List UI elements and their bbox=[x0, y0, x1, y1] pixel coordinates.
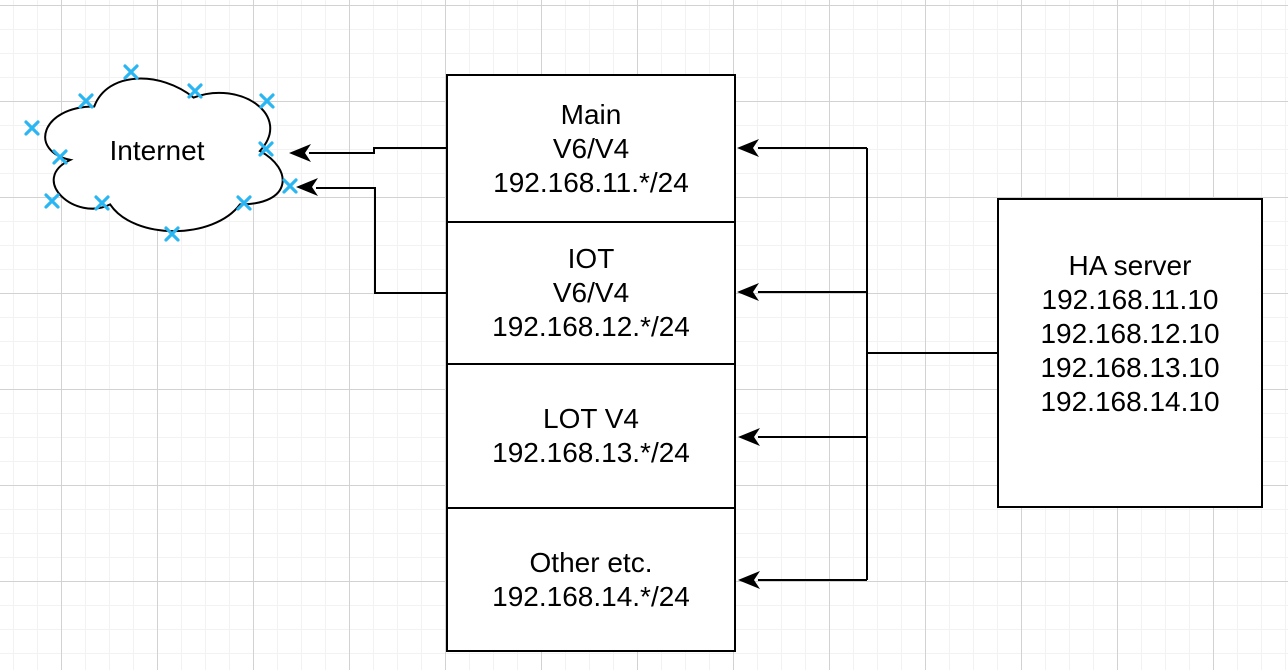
segment-subnet: 192.168.13.*/24 bbox=[492, 437, 690, 468]
segment-name: Main bbox=[560, 98, 622, 130]
connection-point-icon[interactable] bbox=[258, 141, 274, 157]
segment-name: IOT bbox=[567, 243, 615, 274]
connection-point-icon[interactable] bbox=[164, 226, 180, 242]
arrowhead-icon[interactable] bbox=[738, 428, 760, 446]
connection-point-icon[interactable] bbox=[259, 93, 275, 109]
segment-subnet: 192.168.14.*/24 bbox=[492, 580, 690, 612]
segment-protocol: V6/V4 bbox=[552, 132, 630, 164]
connection-points bbox=[24, 64, 298, 242]
connection-point-icon[interactable] bbox=[187, 83, 203, 99]
connection-point-icon[interactable] bbox=[24, 120, 40, 136]
arrowhead-icon[interactable] bbox=[296, 178, 318, 196]
segment-protocol: V6/V4 bbox=[552, 277, 630, 308]
edge-main-to-internet[interactable] bbox=[309, 147, 446, 154]
segment-iot[interactable]: IOT V6/V4 192.168.12.*/24 bbox=[448, 221, 734, 363]
segment-main[interactable]: Main V6/V4 192.168.11.*/24 bbox=[448, 76, 734, 221]
ha-server-box[interactable]: HA server 192.168.11.10 192.168.12.10 19… bbox=[997, 198, 1263, 508]
connection-point-icon[interactable] bbox=[52, 149, 68, 165]
ha-server-title: HA server bbox=[1068, 250, 1192, 281]
internet-cloud-label: Internet bbox=[109, 135, 205, 166]
ha-server-ip: 192.168.14.10 bbox=[1040, 386, 1220, 417]
segment-subnet: 192.168.11.*/24 bbox=[493, 166, 689, 198]
arrowhead-icon[interactable] bbox=[738, 571, 760, 589]
arrowhead-icon[interactable] bbox=[737, 139, 759, 157]
internet-cloud[interactable] bbox=[44, 77, 284, 232]
arrowhead-icon[interactable] bbox=[289, 144, 311, 162]
connection-point-icon[interactable] bbox=[78, 93, 94, 109]
ha-server-ip: 192.168.11.10 bbox=[1041, 284, 1219, 315]
ha-server-ip: 192.168.12.10 bbox=[1040, 318, 1220, 349]
segment-name: LOT V4 bbox=[543, 403, 639, 434]
connection-point-icon[interactable] bbox=[123, 64, 139, 80]
segment-lot[interactable]: LOT V4 192.168.13.*/24 bbox=[448, 363, 734, 507]
segment-name: Other etc. bbox=[529, 546, 653, 578]
segment-other[interactable]: Other etc. 192.168.14.*/24 bbox=[448, 507, 734, 650]
connection-point-icon[interactable] bbox=[282, 178, 298, 194]
connection-point-icon[interactable] bbox=[44, 193, 60, 209]
edge-iot-to-internet[interactable] bbox=[316, 187, 446, 294]
network-stack-box[interactable]: Main V6/V4 192.168.11.*/24 IOT V6/V4 192… bbox=[446, 74, 736, 652]
arrowhead-icon[interactable] bbox=[737, 283, 759, 301]
connection-point-icon[interactable] bbox=[236, 195, 252, 211]
segment-subnet: 192.168.12.*/24 bbox=[492, 311, 690, 342]
ha-server-ip: 192.168.13.10 bbox=[1040, 352, 1220, 383]
connection-point-icon[interactable] bbox=[94, 195, 110, 211]
